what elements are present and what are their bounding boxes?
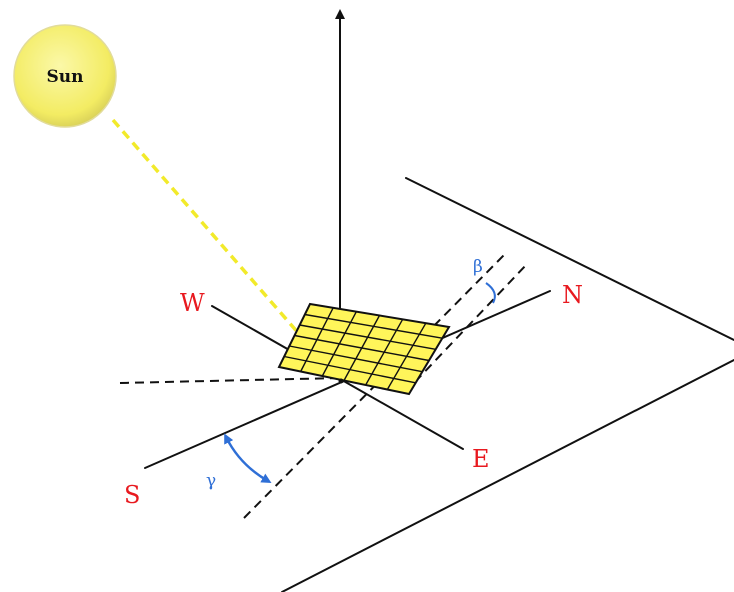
origin-point bbox=[338, 378, 344, 384]
azimuth-angle-arc bbox=[224, 433, 272, 483]
panel-grid-row-line bbox=[294, 334, 430, 362]
tilt-angle-label: β bbox=[473, 257, 483, 277]
direction-label-east: E bbox=[472, 445, 490, 473]
solar-panel-grid bbox=[284, 307, 443, 390]
sun-label: Sun bbox=[47, 67, 84, 87]
direction-label-north: N bbox=[562, 281, 583, 309]
horizontal-reference-dashed bbox=[119, 377, 341, 384]
tilt-angle-arc bbox=[485, 282, 496, 304]
sun-ray bbox=[111, 118, 302, 337]
direction-label-west: W bbox=[180, 289, 205, 317]
panel-grid-row-line bbox=[304, 313, 443, 339]
panel-tilt-dashed bbox=[414, 263, 528, 383]
direction-label-south: S bbox=[124, 481, 140, 509]
panel-grid-row-line bbox=[289, 345, 423, 373]
sun: Sun bbox=[13, 24, 117, 128]
ground-plane-front-edge bbox=[281, 359, 734, 592]
sun-disc bbox=[13, 24, 117, 128]
ground-plane-back-edge bbox=[405, 177, 734, 341]
panel-grid-row-line bbox=[284, 355, 416, 384]
azimuth-angle-label: γ bbox=[206, 471, 216, 491]
panel-grid-row-line bbox=[299, 324, 436, 351]
solar-panel bbox=[277, 302, 451, 396]
